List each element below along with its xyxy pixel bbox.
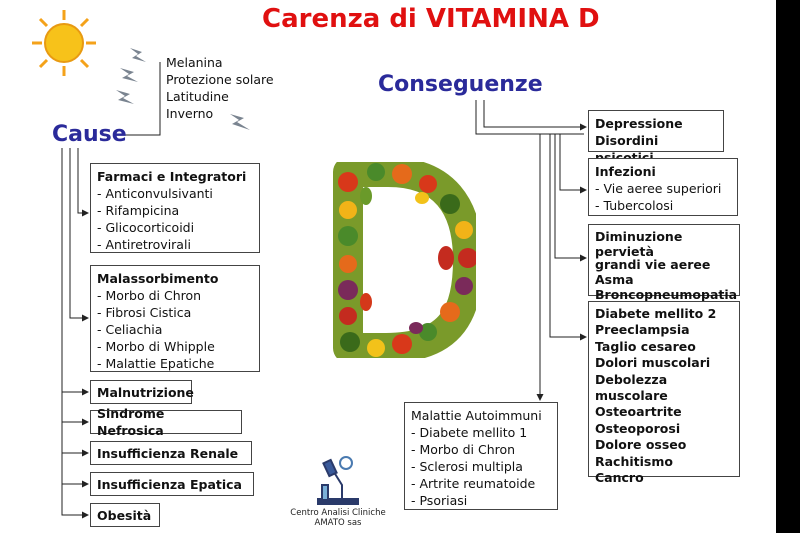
malnutrizione-box: Malnutrizione — [90, 380, 194, 404]
box-line: Broncopneumopatia — [595, 287, 738, 302]
list-item: - Anticonvulsivanti — [97, 186, 213, 201]
box-line: Dolore osseo — [595, 437, 687, 453]
sindrome-nefrosica-box: Sindrome Nefrosica — [90, 406, 242, 438]
cause-heading: Cause — [52, 122, 127, 147]
lab-sub: AMATO sas — [314, 518, 362, 528]
box-line: Cancro — [595, 470, 644, 486]
list-item: - Sclerosi multipla — [411, 459, 523, 474]
obesita-box: Obesità — [90, 503, 160, 527]
insufficienza-renale-box: Insufficienza Renale — [90, 441, 252, 465]
list-item: - Morbo di Chron — [97, 288, 202, 303]
lab-label: Centro Analisi Cliniche AMATO sas — [290, 508, 386, 528]
box-line: Diminuzione pervietà — [595, 229, 683, 259]
list-item: - Antiretrovirali — [97, 237, 191, 252]
farmaci-title: Farmaci e Integratori — [97, 169, 247, 184]
infezioni-box: Infezioni - Vie aeree superiori - Tuberc… — [588, 158, 738, 216]
list-item: - Tubercolosi — [595, 198, 674, 213]
list-item: - Rifampicina — [97, 203, 180, 218]
box-line: Osteoporosi — [595, 420, 681, 436]
climate-factors: Melanina Protezione solare Latitudine In… — [166, 54, 274, 122]
list-item: - Glicocorticoidi — [97, 220, 195, 235]
depressione-box: Depressione Disordini psicotici — [588, 110, 724, 165]
sun-ray-icon — [116, 48, 146, 104]
box-line: Diabete mellito 2 — [595, 306, 717, 321]
sun-ray-icon — [230, 114, 250, 130]
box-line: Osteoartrite — [595, 404, 682, 420]
diabete-box: Diabete mellito 2 Preeclampsia Taglio ce… — [588, 301, 740, 485]
infezioni-title: Infezioni — [595, 164, 656, 179]
list-item: - Celiachia — [97, 322, 163, 337]
page: Carenza di VITAMINA D Melanina Protezion… — [0, 0, 776, 533]
malassorbimento-box: Malassorbimento - Morbo di Chron - Fibro… — [90, 265, 260, 372]
page-title: Carenza di VITAMINA D — [262, 4, 600, 34]
vegetable-letter-d-icon — [333, 162, 476, 358]
list-item: - Vie aeree superiori — [595, 181, 722, 196]
lab-name: Centro Analisi Cliniche — [290, 508, 386, 518]
list-item: - Psoriasi — [411, 493, 468, 508]
insufficienza-epatica-box: Insufficienza Epatica — [90, 472, 254, 496]
list-item: - Morbo di Whipple — [97, 339, 215, 354]
microscope-icon — [317, 456, 359, 505]
box-line: Debolezza muscolare — [595, 371, 668, 404]
box-line: Depressione — [595, 116, 683, 131]
list-item: - Morbo di Chron — [411, 442, 516, 457]
climate-factor: Protezione solare — [166, 72, 274, 87]
list-item: - Artrite reumatoide — [411, 476, 536, 491]
box-line: Asma — [595, 272, 634, 287]
autoimmuni-box: Malattie Autoimmuni - Diabete mellito 1 … — [404, 402, 558, 510]
box-line: Preeclampsia — [595, 322, 690, 338]
list-item: - Fibrosi Cistica — [97, 305, 192, 320]
autoimmuni-title: Malattie Autoimmuni — [411, 408, 542, 423]
climate-factor: Inverno — [166, 106, 214, 121]
vie-aeree-box: Diminuzione pervietà grandi vie aeree As… — [588, 224, 740, 302]
list-item: - Diabete mellito 1 — [411, 425, 528, 440]
box-line: grandi vie aeree — [595, 257, 711, 272]
conseguenze-heading: Conseguenze — [378, 72, 543, 97]
list-item: - Malattie Epatiche — [97, 356, 215, 371]
box-line: Dolori muscolari — [595, 355, 711, 371]
climate-factor: Melanina — [166, 55, 223, 70]
sun-icon — [32, 10, 96, 76]
connector-lines — [61, 62, 587, 519]
malassorbimento-title: Malassorbimento — [97, 271, 219, 286]
climate-factor: Latitudine — [166, 89, 229, 104]
box-line: Taglio cesareo — [595, 338, 696, 354]
box-line: Rachitismo — [595, 453, 673, 469]
farmaci-box: Farmaci e Integratori - Anticonvulsivant… — [90, 163, 260, 253]
